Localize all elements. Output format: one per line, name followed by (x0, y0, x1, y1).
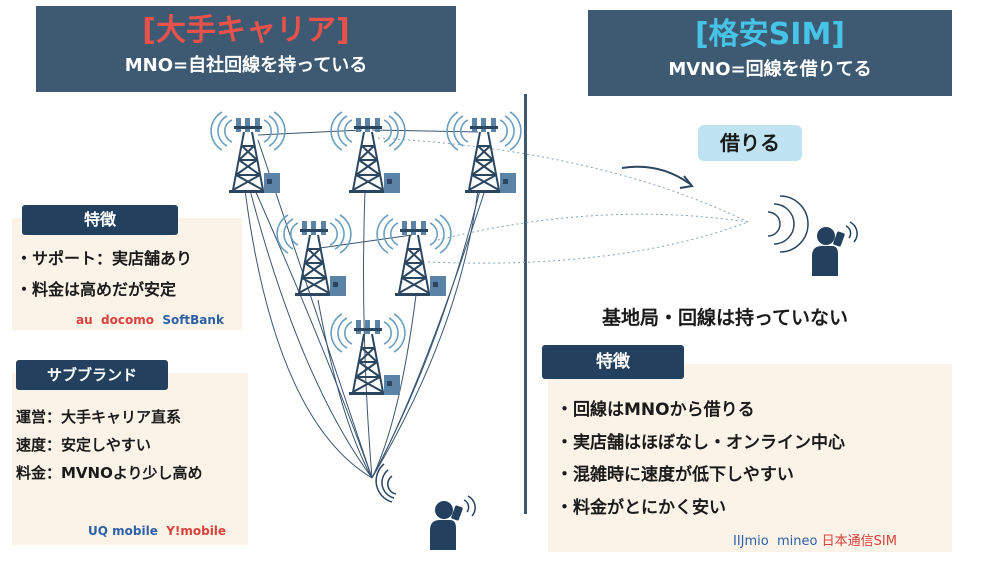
cell-tower-icon (446, 111, 522, 194)
carrier-uq-mobile: UQ mobile (88, 524, 158, 538)
cell-tower-icon (330, 313, 406, 396)
center-divider (524, 94, 527, 514)
borrow-dashed-lines (377, 137, 749, 264)
cell-tower-icon (376, 214, 452, 297)
mvno-header: [格安SIM] MVNO=回線を借りてる (588, 10, 952, 96)
carrier-iijmio: IIJmio (733, 534, 769, 549)
subbrand-item-2: 速度：安定しやすい (16, 436, 151, 454)
carrier-au: au (76, 313, 93, 327)
mvno-subtitle: MVNO=回線を借りてる (668, 59, 872, 80)
subbrand-item-1: 運営：大手キャリア直系 (16, 408, 182, 426)
mno-feature-1: ・サポート：実店舗あり (16, 249, 193, 268)
carrier-docomo: docomo (101, 313, 154, 327)
cell-tower-icon (330, 111, 406, 194)
carrier-ymobile: Y!mobile (166, 524, 227, 538)
cell-tower-icon (210, 111, 286, 194)
curved-arrow-icon (621, 165, 691, 185)
mno-features-card (12, 218, 242, 330)
mvno-feature-3: ・混雑時に速度が低下しやすい (556, 465, 794, 485)
mno-feature-2: ・料金は高めだが安定 (16, 280, 177, 299)
borrow-label: 借りる (698, 125, 802, 161)
mvno-feature-4: ・料金がとにかく安い (556, 498, 726, 518)
mno-features-tag: 特徴 (22, 205, 178, 235)
mvno-title: [格安SIM] (694, 17, 846, 52)
arrow-head (679, 175, 694, 189)
mvno-features-card (548, 364, 952, 552)
mno-title: [大手キャリア] (142, 13, 350, 48)
mvno-feature-1: ・回線はMNOから借りる (556, 400, 755, 420)
subbrand-item-3: 料金：MVNOより少し高め (16, 464, 203, 482)
signal-waves-icon (767, 195, 809, 253)
mno-carriers: au docomo SoftBank (76, 313, 224, 327)
cell-tower-icon (276, 214, 352, 297)
subbrand-card (12, 373, 248, 545)
carrier-nihon-tsushin-sim: 日本通信SIM (821, 534, 897, 549)
person-phone-icon (811, 221, 858, 277)
subbrand-tag: サブブランド (16, 360, 168, 390)
signal-waves-icon (375, 463, 397, 503)
mvno-feature-2: ・実店舗はほぼなし・オンライン中心 (556, 433, 845, 453)
mno-network-lines (244, 129, 486, 479)
mno-header: [大手キャリア] MNO=自社回線を持っている (36, 6, 456, 92)
person-phone-icon (429, 495, 476, 551)
subbrand-carriers: UQ mobile Y!mobile (88, 524, 226, 538)
carrier-softbank: SoftBank (162, 313, 224, 327)
mvno-features-tag: 特徴 (542, 345, 684, 379)
mno-subtitle: MNO=自社回線を持っている (124, 55, 368, 76)
mvno-carriers: IIJmio mineo 日本通信SIM (733, 530, 897, 549)
no-base-station-text: 基地局・回線は持っていない (602, 307, 849, 329)
carrier-mineo: mineo (777, 534, 818, 549)
